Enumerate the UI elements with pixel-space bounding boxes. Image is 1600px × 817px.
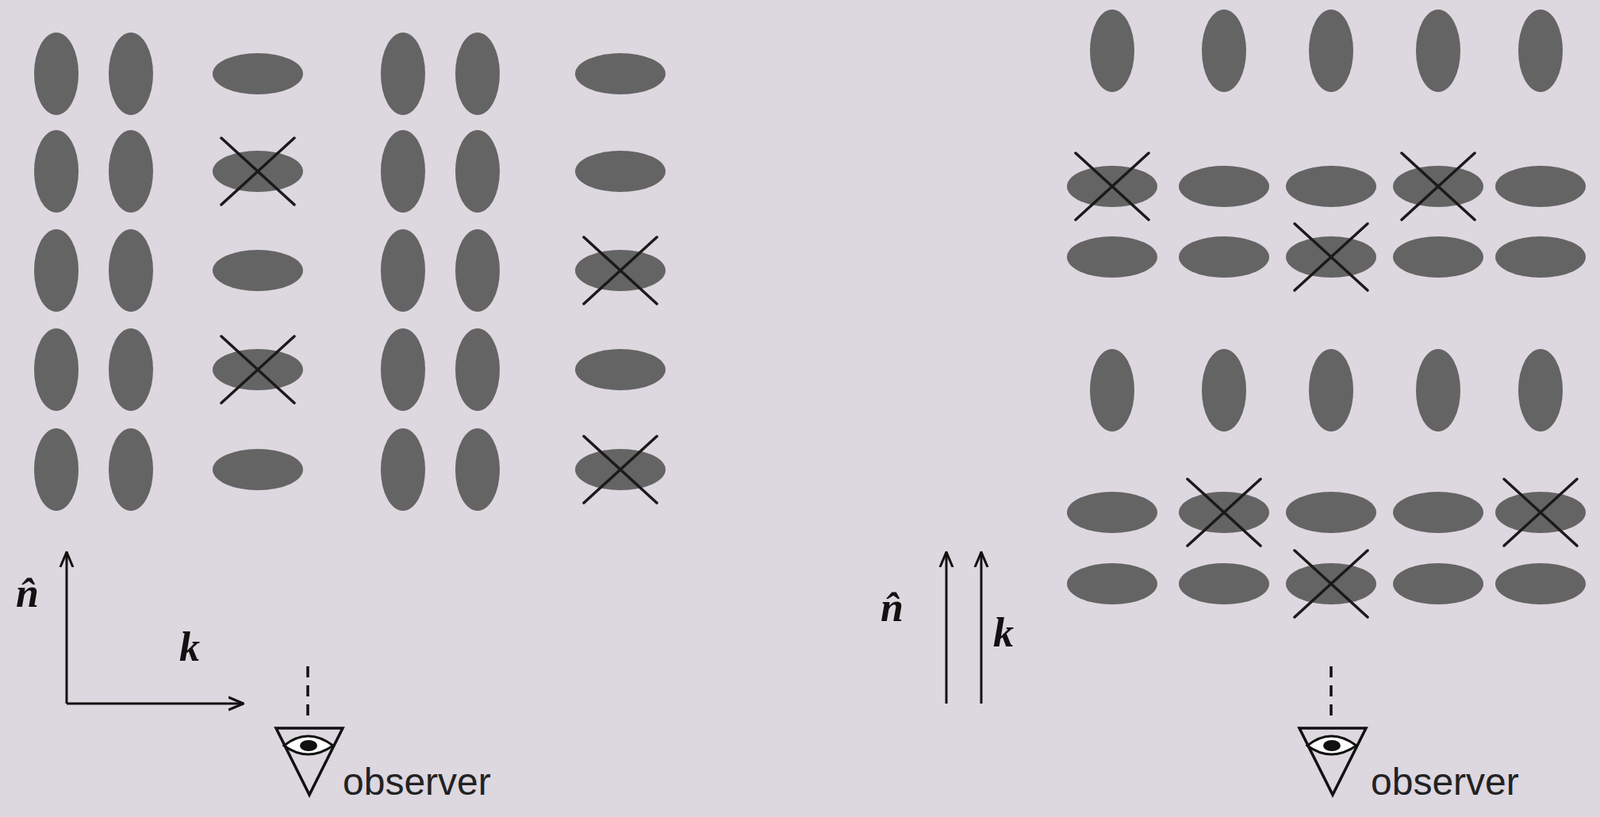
cross-mark xyxy=(1294,550,1368,618)
cross-mark xyxy=(1075,153,1149,220)
molecule xyxy=(1415,349,1461,432)
molecule xyxy=(455,328,500,411)
sight-lines xyxy=(307,666,1332,718)
cross-mark xyxy=(221,336,295,403)
molecule xyxy=(108,229,154,312)
molecule xyxy=(108,328,154,411)
cross-mark xyxy=(583,237,657,304)
molecule xyxy=(1285,165,1377,208)
molecule xyxy=(455,32,500,116)
molecule xyxy=(1089,9,1135,93)
pupil xyxy=(1323,740,1341,752)
observer-label: observer xyxy=(342,763,492,802)
director-label: n̂ xyxy=(15,572,39,614)
molecule xyxy=(1066,236,1158,278)
cross-mark xyxy=(221,138,295,205)
molecule xyxy=(1392,491,1484,534)
cross-mark xyxy=(221,336,295,403)
eye-cone xyxy=(1299,728,1366,795)
molecule xyxy=(1308,349,1354,432)
molecule xyxy=(34,32,79,116)
cross-mark xyxy=(1187,479,1261,546)
molecule xyxy=(1415,9,1461,93)
molecule xyxy=(455,428,500,511)
pupil xyxy=(299,740,318,752)
molecule xyxy=(1178,563,1270,605)
molecules xyxy=(34,9,1586,605)
cross-mark xyxy=(221,138,295,205)
molecule xyxy=(1495,236,1586,278)
molecule xyxy=(1178,236,1270,278)
cross-mark xyxy=(1075,153,1149,220)
cross-mark xyxy=(583,436,657,503)
cross-mark xyxy=(1401,153,1475,220)
molecule xyxy=(1066,491,1158,534)
molecule xyxy=(380,32,426,116)
cross-mark xyxy=(1294,223,1368,291)
eye xyxy=(1307,736,1357,755)
cross-mark xyxy=(1504,479,1577,546)
axis-arrows xyxy=(66,552,982,704)
molecule xyxy=(575,150,666,192)
molecule xyxy=(1308,9,1354,93)
molecule xyxy=(108,428,154,511)
cross-mark xyxy=(583,436,657,503)
molecule xyxy=(34,229,79,312)
molecule xyxy=(1518,349,1563,432)
cross-mark xyxy=(1504,479,1577,546)
molecule xyxy=(1495,563,1586,605)
observer-label: observer xyxy=(1370,763,1520,802)
molecule xyxy=(108,32,154,116)
molecule xyxy=(1495,165,1586,208)
molecule xyxy=(380,229,426,312)
wavevector-label: k xyxy=(179,626,200,668)
molecule xyxy=(455,229,500,312)
molecule xyxy=(380,428,426,511)
cross-mark xyxy=(583,237,657,304)
molecule xyxy=(212,448,304,491)
cross-marks xyxy=(221,138,1577,618)
molecule xyxy=(34,428,79,511)
molecule xyxy=(1392,563,1484,605)
molecule xyxy=(1201,349,1247,432)
director-label: n̂ xyxy=(880,587,904,629)
molecule xyxy=(212,249,304,292)
cross-mark xyxy=(1294,550,1368,618)
molecule xyxy=(1285,491,1377,534)
eye-cone xyxy=(276,728,343,795)
molecule xyxy=(1518,9,1563,93)
molecule xyxy=(1066,563,1158,605)
eye xyxy=(283,736,334,755)
cross-mark xyxy=(1294,223,1368,291)
molecule xyxy=(34,328,79,411)
molecule xyxy=(575,349,666,391)
molecule xyxy=(1089,349,1135,432)
molecule xyxy=(108,130,154,213)
molecule xyxy=(575,53,666,95)
molecule xyxy=(455,130,500,213)
molecule xyxy=(1201,9,1247,93)
molecule xyxy=(1392,236,1484,278)
wavevector-label: k xyxy=(993,612,1014,654)
molecule xyxy=(1178,165,1270,208)
molecule xyxy=(380,130,426,213)
molecule xyxy=(34,130,79,213)
molecule xyxy=(212,53,304,95)
cross-mark xyxy=(1187,479,1261,546)
cross-mark xyxy=(1401,153,1475,220)
molecule xyxy=(380,328,426,411)
